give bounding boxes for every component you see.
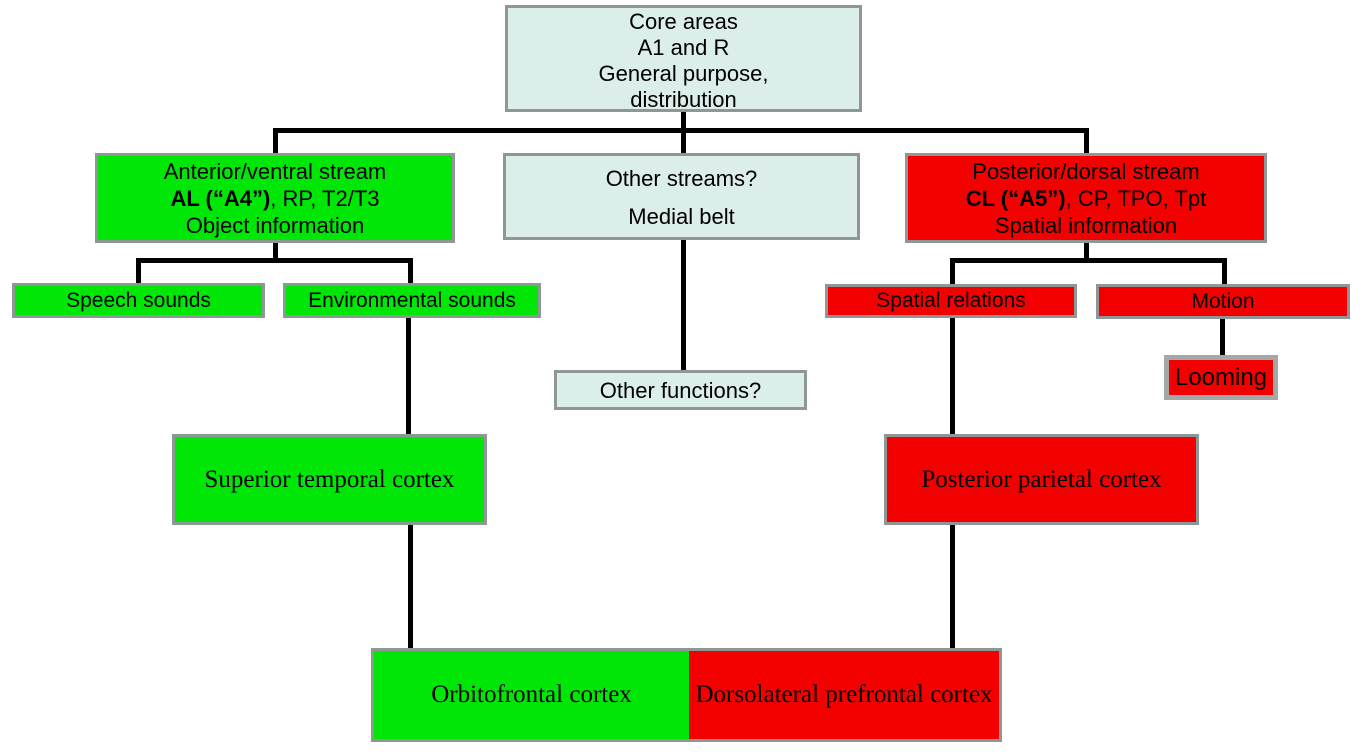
connector-line bbox=[408, 523, 413, 650]
connector-line bbox=[950, 316, 955, 436]
node-text-line: Object information bbox=[185, 213, 365, 238]
node-label: Looming bbox=[1174, 363, 1268, 391]
connector-line bbox=[1084, 128, 1089, 155]
connector-line bbox=[1220, 317, 1225, 357]
node-label: Dorsolateral prefrontal cortex bbox=[695, 681, 993, 708]
node-text-line: Anterior/ventral stream bbox=[163, 159, 387, 184]
node-text-line: CL (“A5”), CP, TPO, Tpt bbox=[908, 185, 1264, 212]
node-anterior-ventral-stream: Anterior/ventral stream AL (“A4”), RP, T… bbox=[95, 153, 455, 243]
node-label: Speech sounds bbox=[66, 288, 211, 312]
node-text-bold: CL (“A5”) bbox=[965, 186, 1066, 211]
connector-line bbox=[950, 523, 955, 650]
node-label: Superior temporal cortex bbox=[204, 465, 455, 493]
node-text-rest: , RP, T2/T3 bbox=[270, 186, 380, 211]
node-label: Orbitofrontal cortex bbox=[431, 681, 632, 708]
node-orbitofrontal-cortex: Orbitofrontal cortex bbox=[374, 651, 689, 739]
node-label: Other functions? bbox=[599, 377, 762, 403]
node-text-rest: , CP, TPO, Tpt bbox=[1065, 186, 1207, 211]
node-speech-sounds: Speech sounds bbox=[12, 283, 265, 318]
node-text-line: Spatial information bbox=[994, 213, 1178, 238]
connector-line bbox=[136, 258, 141, 285]
connector-line bbox=[681, 238, 686, 372]
node-superior-temporal-cortex: Superior temporal cortex bbox=[172, 434, 487, 525]
node-spatial-relations: Spatial relations bbox=[825, 284, 1077, 318]
node-label: Motion bbox=[1191, 289, 1255, 313]
node-text-line: Other streams? bbox=[605, 166, 758, 191]
connector-line bbox=[1222, 258, 1227, 286]
node-dorsolateral-prefrontal-cortex: Dorsolateral prefrontal cortex bbox=[689, 651, 999, 739]
node-label: Posterior parietal cortex bbox=[921, 465, 1162, 493]
node-text-line: AL (“A4”), RP, T2/T3 bbox=[98, 185, 452, 212]
node-other-streams: Other streams? Medial belt bbox=[503, 153, 860, 240]
node-text-line: General purpose, bbox=[598, 61, 769, 86]
connector-line bbox=[950, 258, 1227, 263]
connector-line bbox=[950, 258, 955, 286]
node-text-bold: AL (“A4”) bbox=[170, 186, 271, 211]
connector-line bbox=[273, 128, 1089, 133]
node-text-line: distribution bbox=[630, 87, 737, 112]
node-posterior-dorsal-stream: Posterior/dorsal stream CL (“A5”), CP, T… bbox=[905, 153, 1267, 243]
node-other-functions: Other functions? bbox=[554, 370, 807, 410]
connector-line bbox=[273, 241, 278, 263]
node-motion: Motion bbox=[1096, 284, 1350, 319]
node-environmental-sounds: Environmental sounds bbox=[283, 283, 541, 318]
connector-line bbox=[273, 128, 278, 155]
connector-line bbox=[136, 258, 413, 263]
connector-line bbox=[1084, 241, 1089, 263]
node-core-areas: Core areas A1 and R General purpose, dis… bbox=[505, 5, 862, 112]
connector-line bbox=[408, 258, 413, 285]
node-text-line: Medial belt bbox=[628, 204, 735, 229]
node-text-line: Core areas bbox=[629, 9, 738, 34]
node-posterior-parietal-cortex: Posterior parietal cortex bbox=[884, 434, 1199, 525]
node-label: Spatial relations bbox=[876, 289, 1026, 312]
node-looming: Looming bbox=[1164, 355, 1278, 400]
node-text-line: Posterior/dorsal stream bbox=[972, 159, 1200, 184]
node-text-line: A1 and R bbox=[637, 35, 730, 60]
node-frontal-cortex-combined: Orbitofrontal cortex Dorsolateral prefro… bbox=[371, 648, 1002, 742]
connector-line bbox=[406, 316, 411, 436]
node-label: Environmental sounds bbox=[308, 288, 516, 312]
